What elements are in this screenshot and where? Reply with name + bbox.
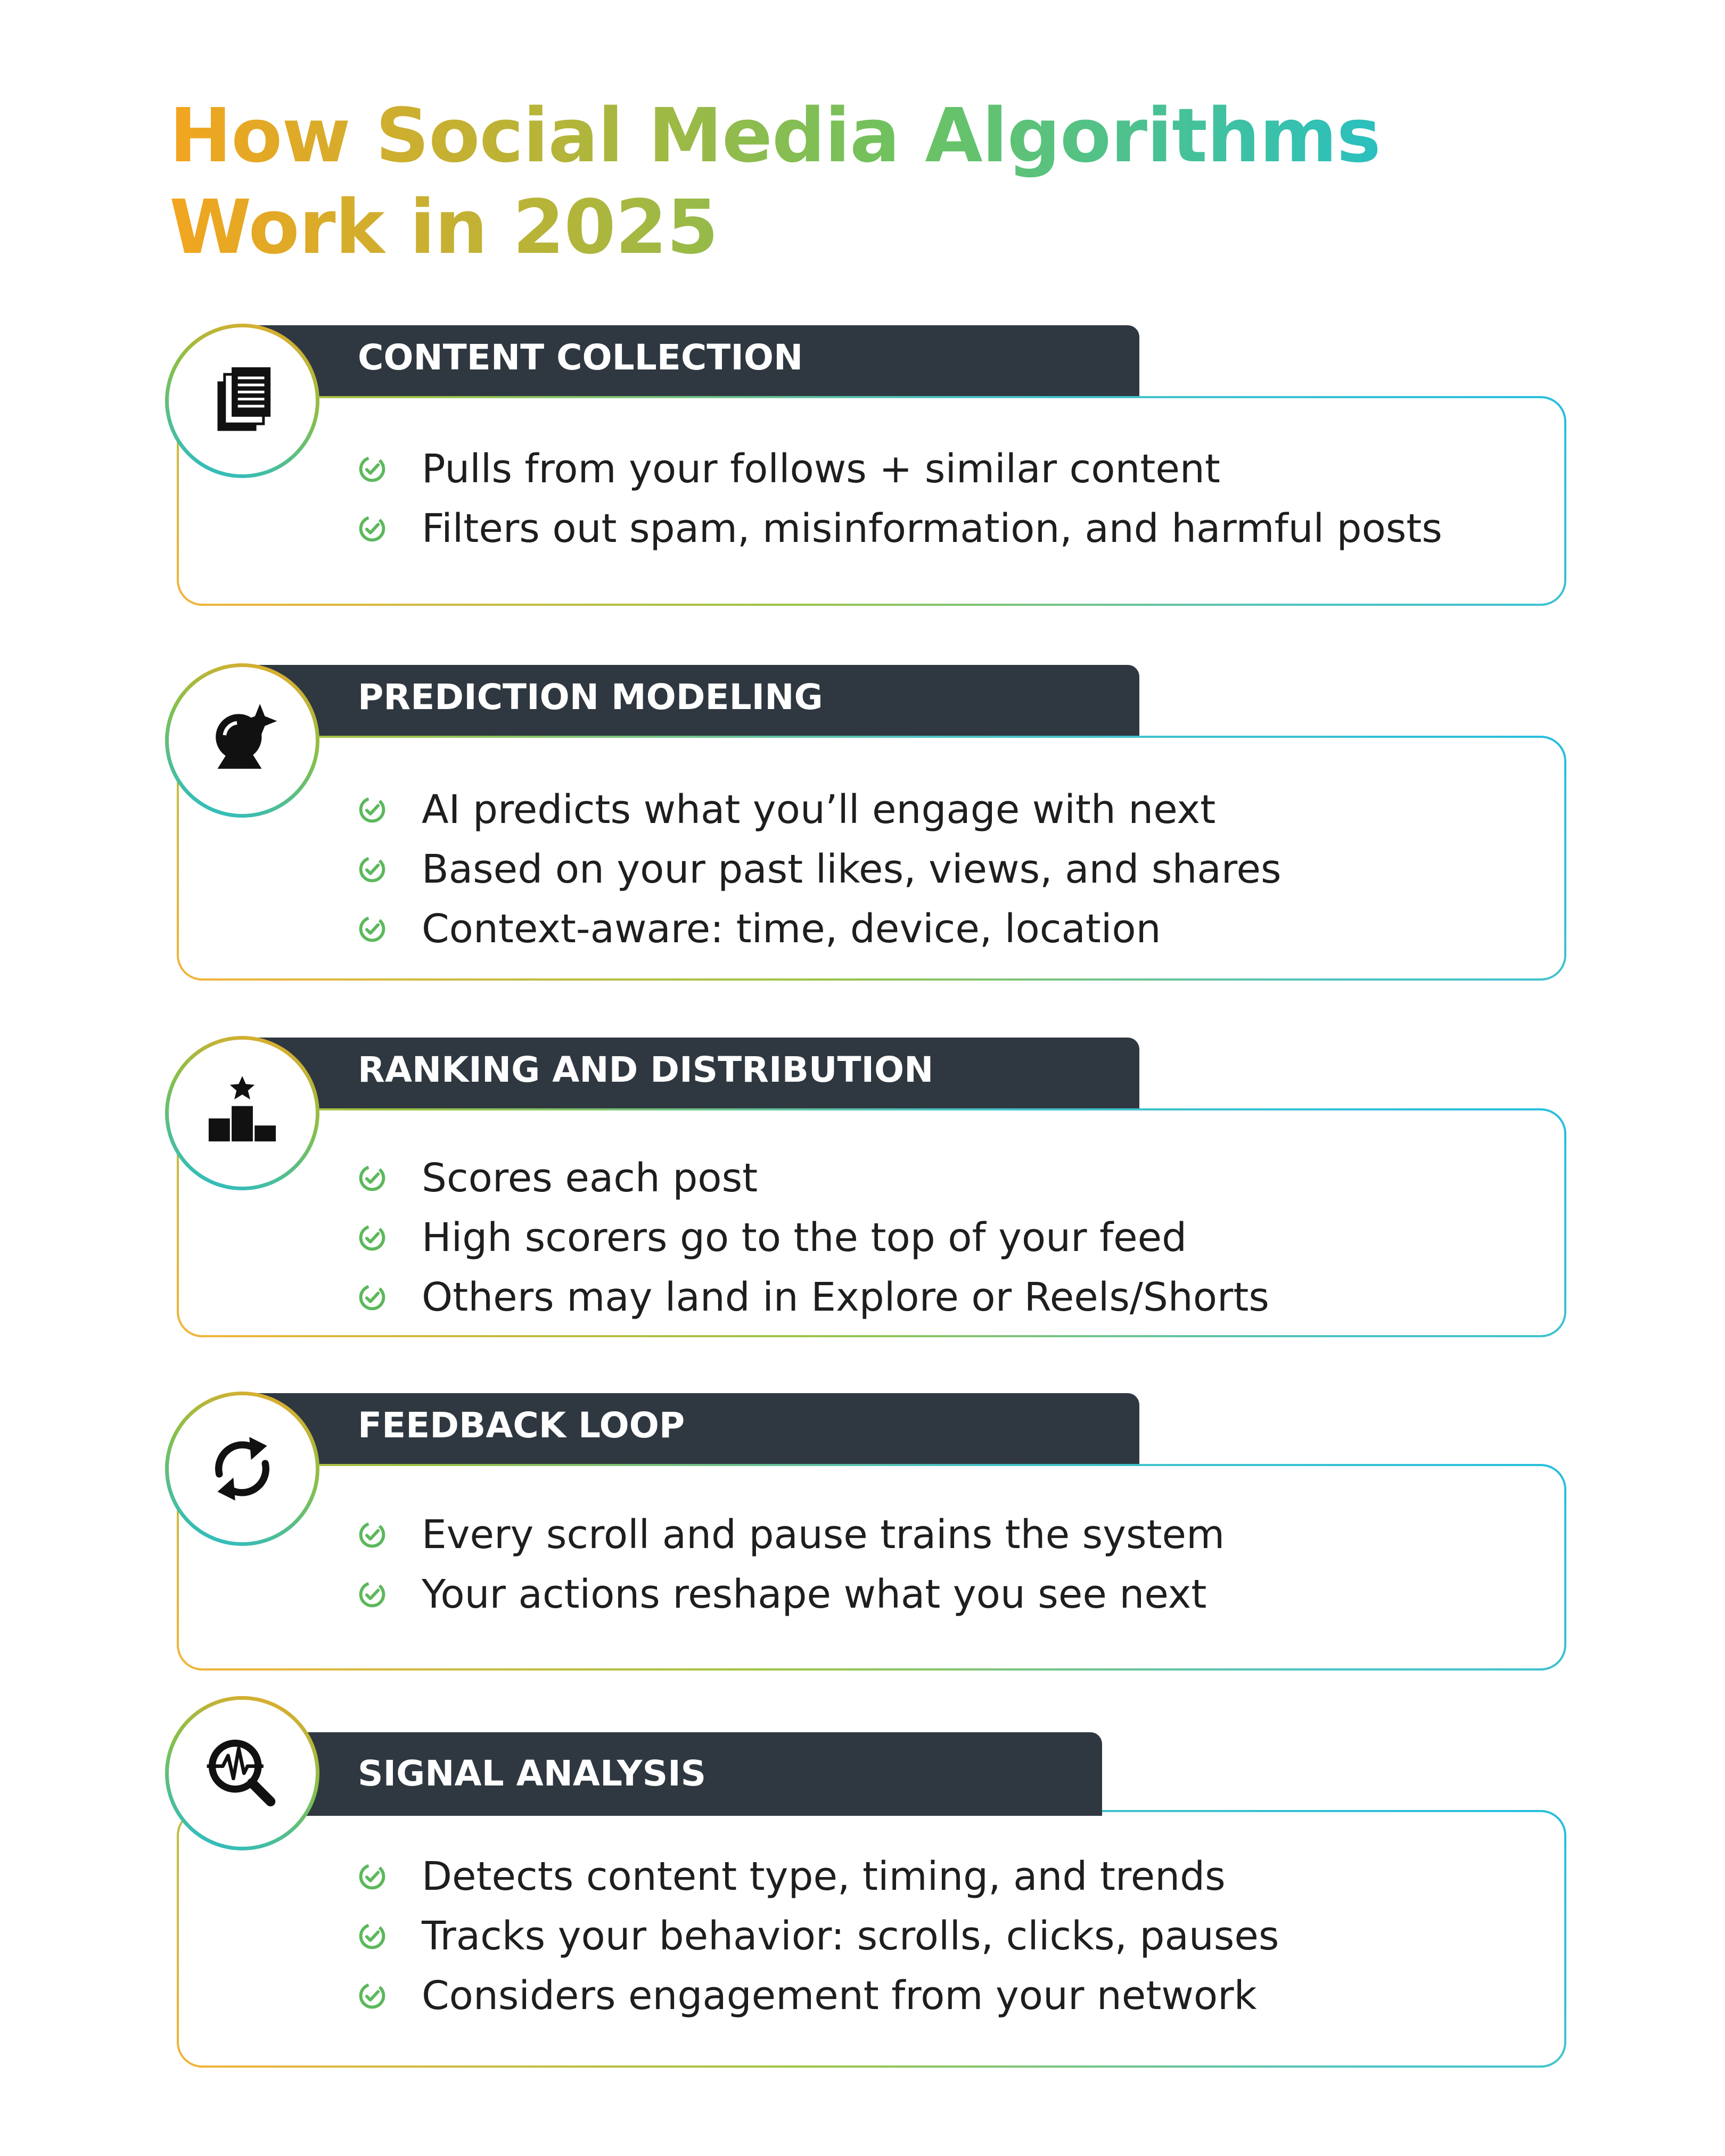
item-text: Filters out spam, misinformation, and ha… [422,506,1442,552]
section-heading-tab [245,1038,1139,1108]
documents-icon [217,367,271,431]
item-text: Your actions reshape what you see next [422,1571,1207,1617]
section-heading-tab [245,1393,1139,1464]
podium-icon [208,1076,276,1142]
section-heading: FEEDBACK LOOP [358,1405,685,1446]
item-text: Pulls from your follows + similar conten… [422,446,1220,492]
section-box [177,1810,1566,2068]
title-line-2: Work in 2025 [169,184,718,271]
section-icon-circle [165,324,319,478]
check-circle-icon [359,1521,385,1548]
section-box [177,1108,1566,1337]
check-circle-icon [359,515,385,542]
crystal-ball-icon [216,704,277,769]
check-circle-icon [359,1284,385,1311]
section-box [177,736,1566,981]
check-circle-icon [359,456,385,482]
section-icon-circle [165,1036,319,1190]
check-circle-icon [359,856,385,883]
section-icon-circle [165,1392,319,1546]
item-text: Based on your past likes, views, and sha… [422,846,1282,892]
item-text: AI predicts what you’ll engage with next [422,787,1216,833]
item-text: Every scroll and pause trains the system [422,1512,1225,1558]
section-ranking-and-distribution: RANKING AND DISTRIBUTION Scores each pos… [165,1036,1571,1337]
section-heading: SIGNAL ANALYSIS [358,1753,707,1794]
section-content-collection: CONTENT COLLECTION Pulls from your follo… [165,324,1571,606]
section-heading: PREDICTION MODELING [358,677,823,718]
item-text: Others may land in Explore or Reels/Shor… [422,1274,1269,1320]
item-text: Scores each post [422,1155,758,1201]
check-circle-icon [359,1863,385,1890]
section-prediction-modeling: PREDICTION MODELING AI predicts what you… [165,663,1571,981]
title-line-1: How Social Media Algorithms [169,93,1381,179]
item-text: Tracks your behavior: scrolls, clicks, p… [422,1913,1279,1959]
check-circle-icon [359,1581,385,1608]
section-heading: CONTENT COLLECTION [358,337,803,378]
check-circle-icon [359,796,385,823]
signal-search-icon [207,1739,276,1807]
item-text: Detects content type, timing, and trends [422,1854,1226,1899]
section-box [177,1464,1566,1671]
section-heading-tab [245,1732,1102,1816]
section-heading-tab [245,325,1139,396]
check-circle-icon [359,916,385,942]
section-icon-circle [165,663,319,818]
section-heading: RANKING AND DISTRIBUTION [358,1049,934,1090]
section-heading-tab [245,665,1139,736]
refresh-cycle-icon [215,1437,269,1501]
section-box [177,396,1566,606]
check-circle-icon [359,1224,385,1251]
section-feedback-loop: FEEDBACK LOOP Every scroll and pause tra… [165,1392,1571,1671]
section-icon-circle [165,1696,319,1850]
item-text: Context-aware: time, device, location [422,906,1161,952]
check-circle-icon [359,1982,385,2009]
item-text: High scorers go to the top of your feed [422,1215,1187,1261]
check-circle-icon [359,1165,385,1191]
section-signal-analysis: SIGNAL ANALYSIS Detects content type, ti… [165,1696,1571,2068]
item-text: Considers engagement from your network [422,1973,1257,2019]
check-circle-icon [359,1923,385,1949]
page-title: How Social Media Algorithms Work in 2025 [169,90,1500,274]
